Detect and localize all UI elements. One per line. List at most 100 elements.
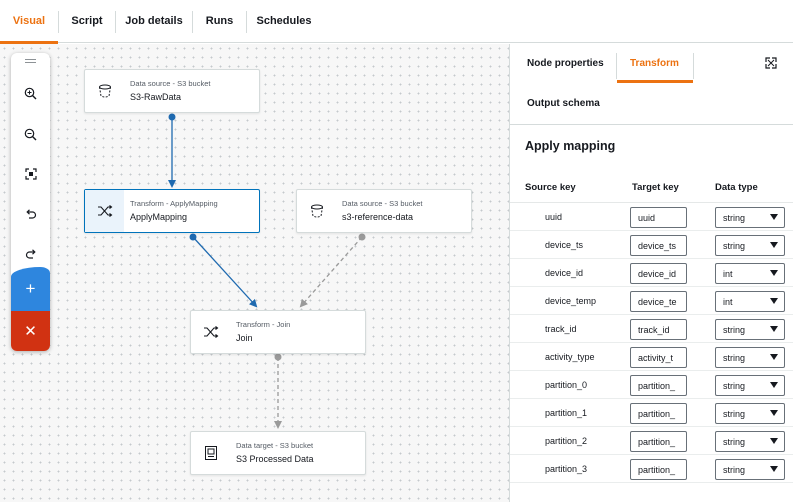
zoom-in-button[interactable] (11, 78, 50, 108)
node-applymapping[interactable]: Transform - ApplyMapping ApplyMapping (84, 189, 260, 233)
data-type-select[interactable]: int (715, 291, 785, 312)
table-row: partition_3 partition_ string (510, 455, 793, 483)
data-type-select[interactable]: string (715, 235, 785, 256)
zoom-in-icon (24, 87, 37, 99)
tab-separator (246, 11, 247, 33)
section-title: Apply mapping (525, 139, 616, 153)
target-key-input[interactable]: activity_t (630, 347, 687, 368)
delete-node-button[interactable]: ✕ (11, 311, 50, 351)
target-key-input[interactable]: partition_ (630, 403, 687, 424)
data-type-value: int (723, 269, 733, 279)
tab-runs[interactable]: Runs (205, 15, 234, 27)
data-type-select[interactable]: string (715, 207, 785, 228)
column-header-source-key: Source key (525, 182, 576, 193)
data-target-icon (191, 432, 230, 474)
target-key-input[interactable]: device_ts (630, 235, 687, 256)
zoom-out-button[interactable] (11, 119, 50, 149)
caret-down-icon (770, 410, 778, 416)
node-s3-reference-data[interactable]: Data source - S3 bucket s3-reference-dat… (296, 189, 472, 233)
data-type-select[interactable]: string (715, 319, 785, 340)
panel-divider (510, 124, 793, 125)
redo-icon (25, 249, 36, 259)
active-tab-indicator (617, 80, 693, 83)
table-row: device_ts device_ts string (510, 231, 793, 259)
target-key-input[interactable]: partition_ (630, 459, 687, 480)
redo-button[interactable] (11, 239, 50, 269)
data-type-select[interactable]: string (715, 431, 785, 452)
shuffle-icon (85, 190, 124, 232)
plus-icon: + (25, 279, 36, 298)
node-type-label: Data source - S3 bucket (130, 79, 211, 88)
source-key: device_ts (545, 240, 584, 250)
tab-separator (192, 11, 193, 33)
caret-down-icon (770, 466, 778, 472)
target-key-input[interactable]: partition_ (630, 431, 687, 452)
caret-down-icon (770, 214, 778, 220)
table-row: uuid uuid string (510, 203, 793, 231)
caret-down-icon (770, 326, 778, 332)
node-name-label: S3-RawData (130, 92, 182, 102)
node-join[interactable]: Transform - Join Join (190, 310, 366, 354)
caret-down-icon (770, 354, 778, 360)
data-type-select[interactable]: int (715, 263, 785, 284)
data-type-select[interactable]: string (715, 347, 785, 368)
tab-job-details[interactable]: Job details (125, 15, 183, 27)
s3-bucket-icon (85, 70, 124, 112)
edge-raw-to-applymapping[interactable] (168, 113, 176, 188)
source-key: partition_0 (545, 380, 588, 390)
tab-output-schema[interactable]: Output schema (527, 98, 600, 109)
source-key: partition_1 (545, 408, 588, 418)
data-type-select[interactable]: string (715, 375, 785, 396)
close-icon: ✕ (24, 323, 37, 340)
drag-handle-icon[interactable] (25, 59, 36, 63)
target-key-input[interactable]: track_id (630, 319, 687, 340)
edge-join-to-target[interactable] (274, 353, 282, 429)
target-key-input[interactable]: uuid (630, 207, 687, 228)
tab-script[interactable]: Script (71, 15, 103, 27)
data-type-select[interactable]: string (715, 459, 785, 480)
edge-applymapping-to-join[interactable] (189, 233, 258, 308)
fit-to-screen-icon (24, 168, 37, 180)
canvas-toolbar: + ✕ (11, 53, 50, 351)
caret-down-icon (770, 242, 778, 248)
target-key-input[interactable]: device_te (630, 291, 687, 312)
fit-view-button[interactable] (11, 159, 50, 189)
node-name-label: S3 Processed Data (236, 454, 314, 464)
source-key: device_temp (545, 296, 597, 306)
node-details-panel: Node properties Transform Output schema … (509, 44, 793, 502)
data-type-value: string (723, 353, 746, 363)
zoom-out-icon (24, 128, 37, 140)
node-s3-processed-data[interactable]: Data target - S3 bucket S3 Processed Dat… (190, 431, 366, 475)
column-header-data-type: Data type (715, 182, 758, 193)
tab-node-properties[interactable]: Node properties (527, 58, 604, 69)
tab-transform[interactable]: Transform (630, 58, 679, 69)
undo-button[interactable] (11, 199, 50, 229)
node-name-label: ApplyMapping (130, 212, 188, 222)
tab-visual[interactable]: Visual (0, 0, 58, 44)
data-type-select[interactable]: string (715, 403, 785, 424)
source-key: uuid (545, 212, 563, 222)
node-s3-rawdata[interactable]: Data source - S3 bucket S3-RawData (84, 69, 260, 113)
source-key: track_id (545, 324, 577, 334)
table-row: track_id track_id string (510, 315, 793, 343)
edges-layer (168, 113, 366, 429)
node-type-label: Transform - ApplyMapping (130, 199, 218, 208)
job-tabs-bar: Visual Script Job details Runs Schedules (0, 0, 793, 44)
tab-schedules[interactable]: Schedules (256, 15, 312, 27)
edge-reference-to-join[interactable] (299, 233, 366, 308)
target-key-input[interactable]: partition_ (630, 375, 687, 396)
source-key: partition_2 (545, 436, 588, 446)
undo-icon (25, 209, 36, 219)
data-type-value: string (723, 381, 746, 391)
tab-separator (693, 53, 694, 79)
table-row: device_temp device_te int (510, 287, 793, 315)
add-node-button[interactable]: + (11, 267, 50, 311)
source-key: partition_3 (545, 464, 588, 474)
table-row: partition_1 partition_ string (510, 399, 793, 427)
expand-icon[interactable] (764, 56, 778, 70)
s3-bucket-icon (297, 190, 336, 232)
visual-canvas[interactable]: + ✕ Data source - S3 bucket S3-RawData T… (0, 44, 509, 502)
target-key-input[interactable]: device_id (630, 263, 687, 284)
table-row: device_id device_id int (510, 259, 793, 287)
node-type-label: Transform - Join (236, 320, 291, 329)
